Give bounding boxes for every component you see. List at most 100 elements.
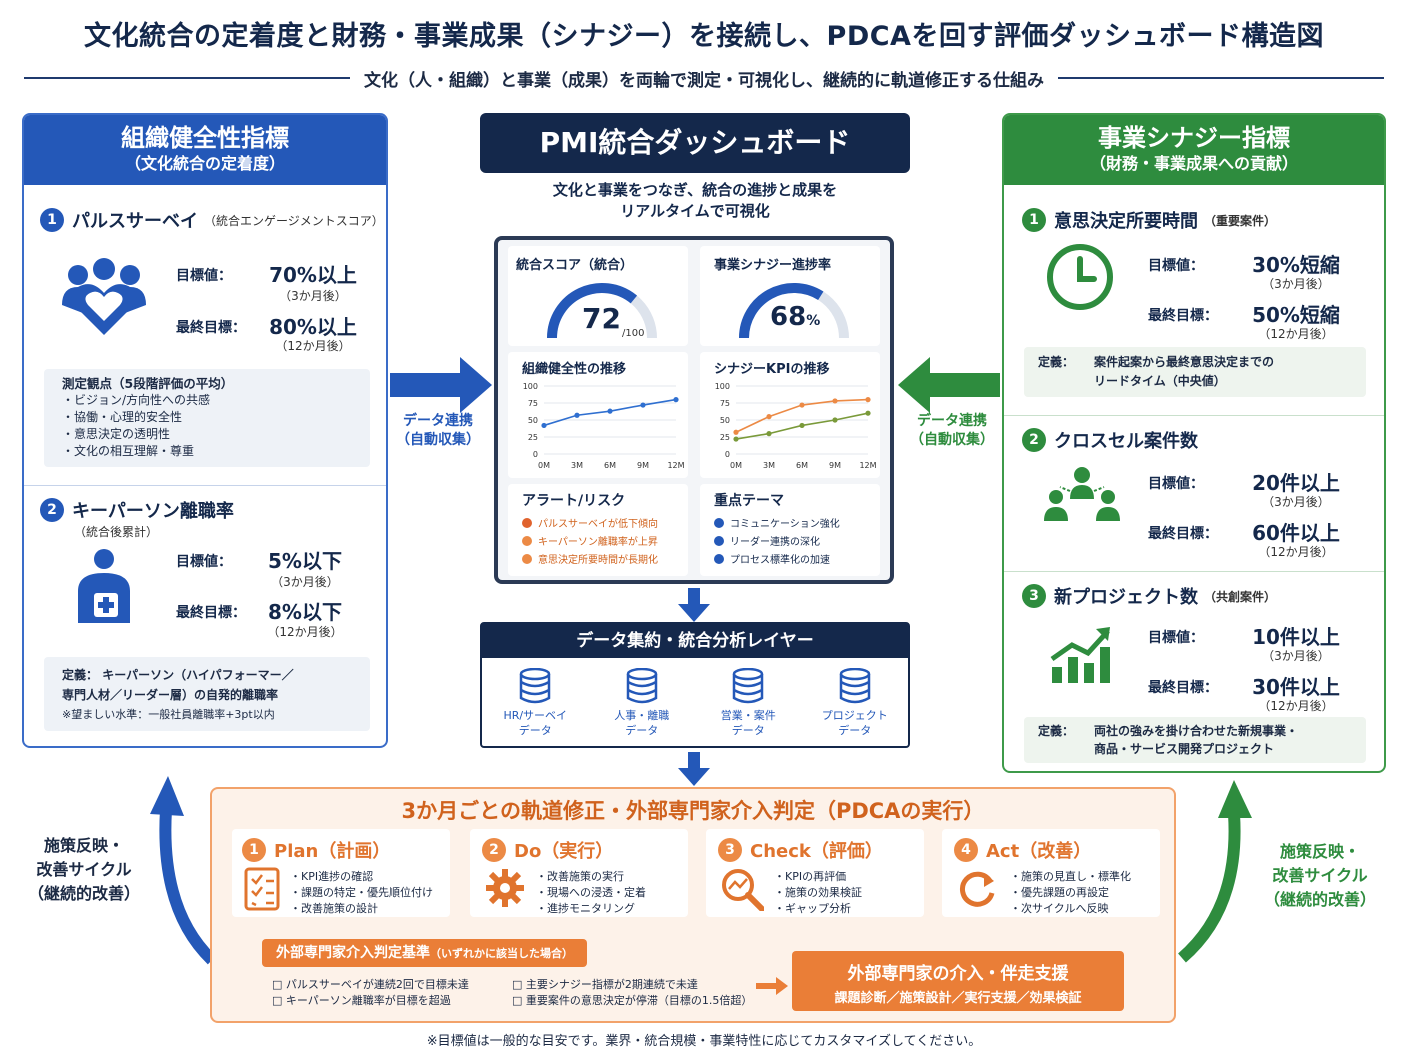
cycle-arrow-right-icon [1176, 778, 1256, 978]
data-point [832, 417, 838, 423]
phase-item: ・次サイクルへ反映 [1010, 902, 1109, 915]
pulse-note-item: ・意思決定の透明性 [62, 427, 171, 441]
crosssell-final-label: 最終目標： [1148, 526, 1218, 542]
turnover-target-value: 5%以下 [268, 549, 342, 573]
phase-name: Plan（計画） [274, 841, 391, 862]
crosssell-target-value: 20件以上 [1252, 471, 1340, 495]
gauge-value: 72 [582, 302, 621, 335]
pulse-note-item: ・文化の相互理解・尊重 [62, 444, 195, 458]
source-line: データ [518, 724, 552, 737]
theme-item: リーダー連携の深化 [714, 534, 840, 552]
data-point [766, 414, 772, 420]
dashboard-frame: 統合スコア（統合） 72 /100 事業シナジー進捗率 68% 組織健全性の推移… [494, 236, 894, 584]
source-line: HR/サーベイ [503, 709, 568, 722]
y-tick-label: 0 [533, 450, 538, 459]
data-point [733, 436, 739, 442]
x-tick-label: 3M [763, 461, 775, 470]
data-point [865, 410, 871, 416]
alert-dot-icon [522, 518, 532, 528]
alert-item: 意思決定所要時間が長期化 [522, 552, 658, 570]
section-divider [24, 485, 386, 486]
source-line: データ [731, 724, 765, 737]
theme-dot-icon [714, 518, 724, 528]
clock-icon [1044, 241, 1116, 313]
def-text: キーパーソン（ハイパフォーマー／ [102, 668, 294, 682]
criteria-title: 外部専門家介入判定基準 [276, 945, 430, 961]
data-link-line: （自動収集） [396, 432, 480, 448]
x-tick-label: 0M [730, 461, 742, 470]
data-source-hr: HR/サーベイデータ [485, 667, 585, 738]
divider-left [24, 77, 350, 79]
phase-item: ・改善施策の設計 [290, 902, 378, 915]
def-line: リードタイム（中央値） [1094, 374, 1226, 388]
cycle-label-left: 施策反映・ 改善サイクル （継続的改善） [14, 834, 154, 906]
chart-title: 組織健全性の推移 [522, 362, 627, 377]
decision-target-period: （3か月後） [1262, 277, 1330, 291]
magnifier-icon [720, 867, 765, 912]
gauge-number: 68 [770, 302, 807, 332]
pulse-note-title: 測定観点（5段階評価の平均） [62, 376, 234, 391]
data-point [799, 422, 805, 429]
section-divider [1004, 571, 1384, 572]
project-def-box: 定義： 両社の強みを掛け合わせた新規事業・商品・サービス開発プロジェクト [1024, 717, 1366, 763]
org-health-header: 組織健全性指標 （文化統合の定着度） [24, 115, 386, 185]
data-source-sales: 営業・案件データ [698, 667, 798, 738]
gauge-title: 事業シナジー進捗率 [714, 258, 832, 273]
turnover-def-line1: 定義： キーパーソン（ハイパフォーマー／ [62, 665, 352, 685]
def-label: 定義： [62, 668, 99, 682]
alert-dot-icon [522, 536, 532, 546]
source-line: プロジェクト [821, 709, 888, 722]
x-tick-label: 9M [637, 461, 649, 470]
phase-item: ・施策の効果検証 [774, 886, 862, 899]
phase-item: ・KPI進捗の確認 [290, 870, 374, 883]
arrow-right-icon [756, 977, 788, 995]
project-def-row: 定義： 両社の強みを掛け合わせた新規事業・商品・サービス開発プロジェクト [1038, 722, 1352, 758]
decision-target-label: 目標値： [1148, 258, 1204, 274]
source-line: 人事・離職 [614, 709, 670, 722]
business-synergy-panel: 事業シナジー指標 （財務・事業成果への貢献） 1 意思決定所要時間 （重要案件）… [1002, 113, 1386, 773]
cycle-label-right: 施策反映・ 改善サイクル （継続的改善） [1250, 840, 1390, 912]
theme-text: コミュニケーション強化 [730, 519, 840, 530]
decision-def-box: 定義： 案件起案から最終意思決定までのリードタイム（中央値） [1024, 347, 1366, 397]
themes-title: 重点テーマ [714, 493, 784, 509]
pulse-target-value: 70%以上 [269, 263, 357, 287]
y-tick-label: 100 [523, 382, 538, 391]
data-link-right: データ連携 （自動収集） [906, 412, 998, 450]
phase-items: ・KPI進捗の確認 ・課題の特定・優先順位付け ・改善施策の設計 [290, 869, 433, 917]
gauge-value: 68% [770, 302, 820, 332]
x-tick-label: 12M [667, 461, 684, 470]
growth-chart-icon [1050, 623, 1114, 685]
phase-name: Do（実行） [514, 841, 614, 862]
data-point [799, 402, 805, 408]
source-label: HR/サーベイデータ [485, 708, 585, 738]
crosssell-final-value: 60件以上 [1252, 521, 1340, 545]
x-tick-label: 9M [829, 461, 841, 470]
people-heart-icon [58, 255, 150, 339]
data-point [766, 431, 772, 437]
dashboard-title: PMI統合ダッシュボード [480, 113, 910, 173]
data-source-personnel: 人事・離職データ [592, 667, 692, 738]
crosssell-target-period: （3か月後） [1262, 495, 1330, 509]
project-final-period: （12か月後） [1258, 699, 1334, 713]
alert-title: アラート/リスク [522, 493, 626, 509]
database-icon [626, 667, 657, 704]
x-tick-label: 12M [859, 461, 876, 470]
turnover-final-period: （12か月後） [267, 625, 343, 639]
phase-item: ・施策の見直し・標準化 [1010, 870, 1131, 883]
integration-score-gauge [547, 283, 657, 339]
divider-right [1058, 77, 1384, 79]
alert-text: キーパーソン離職率が上昇 [538, 537, 658, 548]
pulse-target-period: （3か月後） [279, 289, 347, 303]
pulse-survey-sub: （統合エンゲージメントスコア） [204, 213, 384, 228]
source-label: 営業・案件データ [698, 708, 798, 738]
def-text: 案件起案から最終意思決定までのリードタイム（中央値） [1094, 353, 1274, 391]
data-point [865, 397, 871, 403]
x-tick-label: 3M [571, 461, 583, 470]
y-tick-label: 75 [528, 399, 538, 408]
data-point [733, 429, 739, 435]
